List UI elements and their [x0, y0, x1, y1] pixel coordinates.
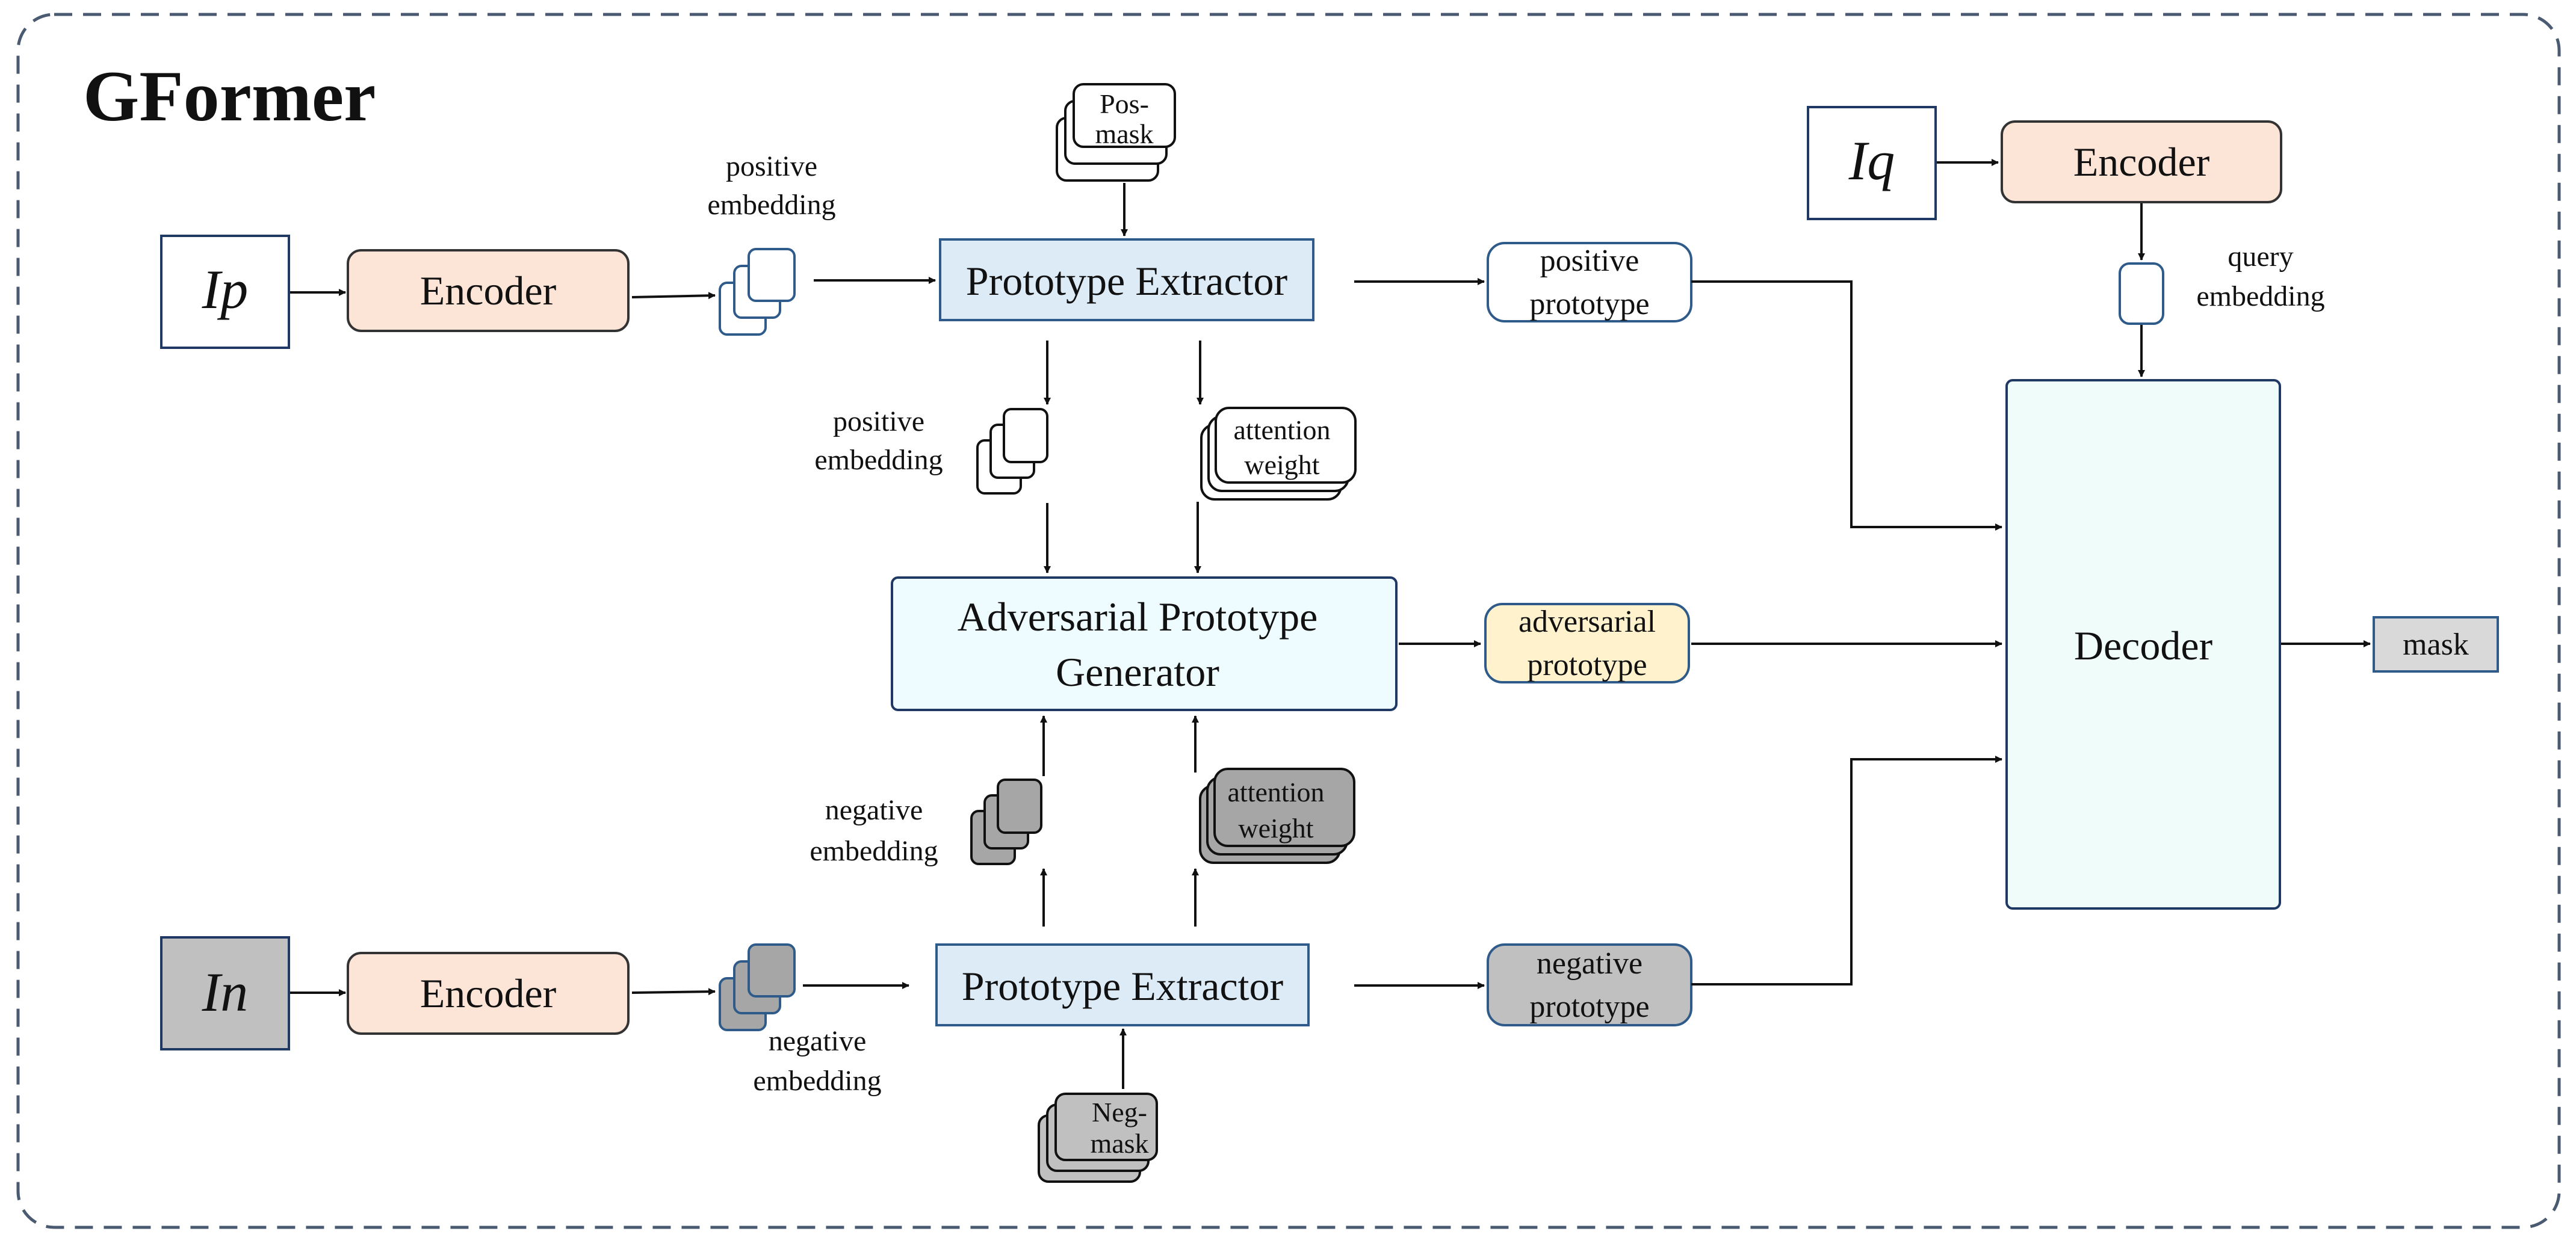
attention-weight-positive: attention weight [1200, 407, 1357, 501]
adversarial-prototype-label-2: prototype [1527, 648, 1647, 682]
adversarial-prototype-generator: Adversarial Prototype Generator [891, 576, 1398, 711]
negative-embedding-label-bottom-1: negative [769, 1025, 867, 1057]
pos-mask-stack: Pos- mask [1056, 83, 1176, 182]
input-iq-label: Iq [1848, 130, 1895, 191]
adversarial-prototype-box: adversarial prototype [1484, 603, 1690, 683]
negative-embedding-stack-2 [970, 779, 1042, 865]
positive-embedding-stack-2 [976, 408, 1048, 495]
adversarial-generator-line2: Generator [1056, 649, 1219, 695]
attention-weight-negative: attention weight [1199, 768, 1355, 864]
pos-mask-label-2: mask [1095, 119, 1153, 149]
attention-weight-negative-label-2: weight [1238, 813, 1313, 844]
prototype-extractor-positive-label: Prototype Extractor [966, 258, 1288, 304]
positive-prototype-label-1: positive [1540, 244, 1639, 278]
arrow-encoder-pos-embedding [631, 292, 716, 300]
attention-weight-negative-label-1: attention [1228, 777, 1325, 807]
decoder-block: Decoder [2005, 379, 2281, 910]
negative-embedding-label-mid-1: negative [825, 794, 923, 826]
positive-prototype-label-2: prototype [1529, 287, 1649, 321]
input-iq: Iq [1807, 106, 1937, 220]
input-in: In [160, 936, 290, 1050]
input-in-label: In [202, 961, 249, 1023]
encoder-negative-label: Encoder [420, 970, 557, 1016]
outer-frame [16, 13, 2561, 1229]
negative-embedding-label-bottom-2: embedding [753, 1065, 881, 1097]
output-mask-label: mask [2403, 628, 2469, 662]
pos-mask-label-1: Pos- [1100, 88, 1149, 119]
neg-mask-label-1: Neg- [1092, 1097, 1147, 1127]
positive-embedding-label-top-1: positive [726, 150, 817, 182]
arrow-encoder-neg-embedding [631, 988, 716, 996]
encoder-positive-label: Encoder [420, 268, 557, 313]
encoder-positive: Encoder [347, 249, 630, 332]
diagram-title: GFormer [83, 56, 376, 136]
connectors [290, 159, 2371, 1089]
query-embedding-icon [2119, 262, 2164, 325]
attention-weight-positive-label-2: weight [1244, 449, 1319, 480]
adversarial-prototype-label-1: adversarial [1519, 605, 1656, 639]
prototype-extractor-negative-label: Prototype Extractor [962, 963, 1284, 1009]
negative-prototype-label-1: negative [1537, 946, 1643, 981]
query-embedding-label-2: embedding [2196, 280, 2324, 312]
output-mask: mask [2373, 616, 2499, 673]
decoder-label: Decoder [2074, 623, 2213, 668]
prototype-extractor-negative: Prototype Extractor [935, 943, 1310, 1026]
negative-prototype-label-2: prototype [1529, 990, 1649, 1024]
negative-prototype-box: negative prototype [1487, 943, 1692, 1026]
positive-embedding-label-mid-2: embedding [814, 444, 943, 476]
neg-mask-label-2: mask [1090, 1128, 1148, 1159]
positive-embedding-stack-1 [719, 248, 796, 336]
positive-prototype-box: positive prototype [1487, 242, 1692, 322]
query-embedding-label-1: query [2228, 241, 2293, 273]
arrow-pos-prototype-decoder [1691, 280, 2002, 531]
prototype-extractor-positive: Prototype Extractor [939, 238, 1314, 321]
adversarial-generator-line1: Adversarial Prototype [958, 594, 1318, 640]
negative-embedding-label-mid-2: embedding [810, 835, 938, 867]
input-ip: Ip [160, 235, 290, 349]
negative-embedding-stack-1 [719, 943, 796, 1031]
input-ip-label: Ip [202, 259, 249, 320]
attention-weight-positive-label-1: attention [1234, 415, 1331, 445]
positive-embedding-label-top-2: embedding [707, 189, 835, 221]
positive-embedding-label-mid-1: positive [833, 406, 924, 437]
neg-mask-stack: Neg- mask [1038, 1093, 1158, 1183]
encoder-query-label: Encoder [2073, 139, 2210, 185]
arrow-neg-prototype-decoder [1691, 756, 2002, 985]
encoder-query: Encoder [2001, 120, 2282, 203]
encoder-negative: Encoder [347, 952, 630, 1035]
